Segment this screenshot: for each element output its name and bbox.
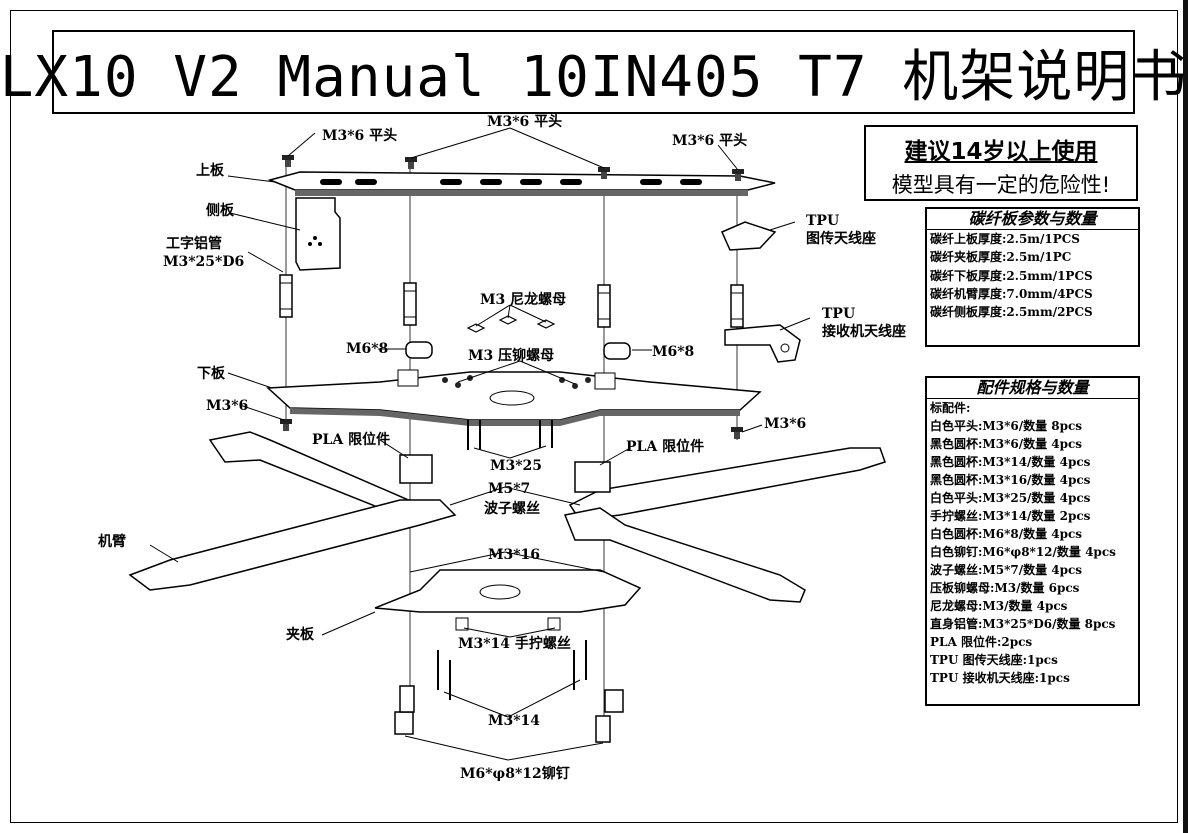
parts-table-header: 配件规格与数量 (927, 378, 1138, 399)
leader-lines (149, 127, 811, 761)
parts-table: 配件规格与数量 标配件: 白色平头:M3*6/数量 8pcs 黑色圆杯:M3*6… (925, 376, 1140, 706)
label-m3x25: M3*25 (490, 458, 542, 474)
label-m3x6-lower-left: M3*6 (206, 398, 248, 414)
parts-row: 黑色圆杯:M3*16/数量 4pcs (930, 473, 1091, 487)
label-arm: 机臂 (98, 533, 126, 550)
parts-row: TPU 图传天线座:1pcs (930, 653, 1058, 667)
label-standoff-2: M3*25*D6 (163, 254, 244, 270)
label-m3x16: M3*16 (488, 547, 540, 563)
parts-row: 手拧螺丝:M3*14/数量 2pcs (930, 509, 1091, 523)
carbon-row: 碳纤夹板厚度:2.5m/1PC (930, 250, 1072, 265)
parts-row: 白色平头:M3*25/数量 4pcs (930, 491, 1091, 505)
parts-row: 白色平头:M3*6/数量 8pcs (930, 419, 1083, 433)
warning-line-2: 模型具有一定的危险性! (891, 173, 1111, 197)
nylon-nuts (466, 315, 556, 333)
label-m6x8-left: M6*8 (346, 341, 388, 357)
m6x8-caps (405, 341, 631, 360)
arm-right-front (563, 507, 806, 603)
label-tpu-rx-1: TPU (822, 306, 855, 322)
warning-line-1: 建议14岁以上使用 (904, 139, 1098, 165)
label-top-plate: 上板 (196, 162, 225, 179)
label-clamp-plate: 夹板 (286, 626, 315, 643)
parts-row: TPU 接收机天线座:1pcs (930, 671, 1070, 685)
parts-row: 黑色圆杯:M3*6/数量 4pcs (930, 437, 1083, 451)
parts-row: 波子螺丝:M5*7/数量 4pcs (930, 563, 1083, 577)
parts-row: 白色圆杯:M6*8/数量 4pcs (930, 527, 1083, 541)
tpu-vtx-mount (721, 221, 777, 251)
age-warning-box: 建议14岁以上使用 模型具有一定的危险性! (864, 125, 1138, 201)
label-side-plate: 侧板 (206, 202, 235, 219)
carbon-row: 碳纤上板厚度:2.5m/1PCS (930, 232, 1080, 246)
label-m3x6-mid: M3*6 平头 (487, 113, 562, 130)
label-m3x6-left: M3*6 平头 (322, 127, 397, 144)
carbon-row: 碳纤侧板厚度:2.5mm/2PCS (930, 305, 1093, 320)
side-plate (295, 197, 341, 271)
parts-row: 黑色圆杯:M3*14/数量 4pcs (930, 455, 1091, 469)
m3x25-screws (467, 420, 553, 450)
clamp-plate (374, 569, 642, 631)
bottom-plate (266, 369, 762, 426)
m3x14-screws (437, 640, 587, 700)
parts-row: 白色铆钉:M6*φ8*12/数量 4pcs (930, 545, 1116, 559)
parts-row: 压板铆螺母:M3/数量 6pcs (930, 581, 1080, 595)
label-thumb-screw: M3*14 手拧螺丝 (458, 635, 571, 652)
label-rivet: M6*φ8*12铆钉 (460, 765, 570, 782)
edge-stripe (1183, 0, 1188, 833)
label-tpu-vtx-2: 图传天线座 (806, 230, 876, 247)
tpu-rx-mount (724, 324, 801, 363)
carbon-plate-table: 碳纤板参数与数量 碳纤上板厚度:2.5m/1PCS 碳纤夹板厚度:2.5m/1P… (925, 207, 1140, 347)
label-m3x14: M3*14 (488, 713, 540, 729)
label-m5x7: M5*7 (488, 481, 530, 497)
label-ball-screw: 波子螺丝 (484, 500, 540, 517)
label-tpu-rx-2: 接收机天线座 (822, 323, 906, 340)
arm-right-back (568, 447, 886, 521)
label-standoff-1: 工字铝管 (166, 235, 222, 252)
page-title: LX10 V2 Manual 10IN405 T7 机架说明书 (0, 30, 1186, 114)
label-bottom-plate: 下板 (197, 365, 226, 382)
carbon-table-header: 碳纤板参数与数量 (927, 209, 1138, 230)
pla-stops (399, 454, 611, 493)
label-m3x6-lower-right: M3*6 (764, 416, 806, 432)
parts-row: 直身铝管:M3*25*D6/数量 8pcs (930, 617, 1116, 631)
page-frame (10, 10, 1178, 823)
label-m3x6-right: M3*6 平头 (672, 132, 747, 149)
part-labels: M3*6 平头 M3*6 平头 M3*6 平头 上板 侧板 工字铝管 M3*25… (98, 113, 906, 782)
label-m6x8-right: M6*8 (652, 344, 694, 360)
arm-left-front (128, 499, 457, 591)
label-tpu-vtx-1: TPU (806, 213, 839, 229)
carbon-row: 碳纤下板厚度:2.5mm/1PCS (930, 268, 1093, 283)
top-plate (267, 171, 776, 196)
parts-row: PLA 限位件:2pcs (930, 635, 1033, 649)
label-pla-left: PLA 限位件 (312, 431, 390, 448)
label-pla-right: PLA 限位件 (626, 438, 704, 455)
label-rivet-nut: M3 压铆螺母 (468, 347, 554, 364)
carbon-row: 碳纤机臂厚度:7.0mm/4PCS (930, 286, 1093, 301)
rivets (394, 685, 624, 743)
parts-row: 标配件: (930, 401, 971, 415)
label-nylon-nut: M3 尼龙螺母 (480, 291, 566, 308)
parts-row: 尼龙螺母:M3/数量 4pcs (930, 599, 1068, 613)
